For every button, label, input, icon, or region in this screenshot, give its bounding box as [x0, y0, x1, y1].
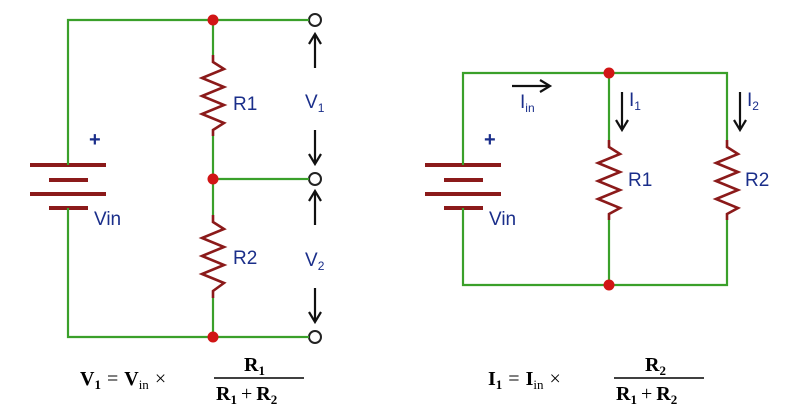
- divider-formula: V1=Vin× R1 R1+R2: [80, 354, 304, 407]
- divider-v1-arrow-down: [308, 130, 322, 167]
- divider-bottom-wire: [66, 230, 300, 339]
- parallel-node-top: [603, 67, 615, 79]
- svg-text:R1: R1: [244, 354, 265, 378]
- parallel-i1-label: I1: [629, 90, 641, 113]
- divider-source-label: Vin: [94, 209, 121, 230]
- divider-plus-sign: +: [89, 129, 101, 151]
- divider-terminal-top: [308, 13, 322, 27]
- parallel-source-label: Vin: [489, 209, 516, 230]
- parallel-r1-label: R1: [628, 170, 652, 191]
- svg-text:R1+R2: R1+R2: [616, 383, 677, 407]
- divider-v2-label: V2: [305, 250, 325, 273]
- parallel-resistor-r2: [712, 140, 742, 220]
- parallel-plus-sign: +: [484, 129, 496, 151]
- svg-text:I1=Iin×: I1=Iin×: [488, 368, 561, 392]
- current-divider-circuit: + Vin R1 R2 Iin I1: [425, 67, 769, 291]
- parallel-i1-arrow: [615, 92, 629, 133]
- divider-battery: [30, 135, 106, 230]
- parallel-top-wire: [461, 71, 729, 140]
- parallel-bottom-wire: [461, 220, 729, 287]
- divider-terminal-mid: [308, 172, 322, 186]
- divider-resistor-r1: [198, 55, 228, 136]
- parallel-i2-label: I2: [747, 90, 759, 113]
- divider-node-top: [207, 14, 219, 26]
- svg-text:V1=Vin×: V1=Vin×: [80, 368, 166, 392]
- parallel-r2-label: R2: [745, 170, 769, 191]
- parallel-resistor-r1: [594, 140, 624, 220]
- parallel-battery: [425, 135, 501, 230]
- divider-r1-label: R1: [233, 94, 257, 115]
- parallel-formula: I1=Iin× R2 R1+R2: [488, 354, 704, 407]
- divider-top-wire: [66, 18, 300, 135]
- divider-terminal-bottom: [308, 330, 322, 344]
- divider-v2-arrow-up: [308, 188, 322, 225]
- parallel-iin-arrow: [512, 79, 553, 93]
- divider-v1-arrow-up: [308, 31, 322, 68]
- divider-node-bottom: [207, 331, 219, 343]
- svg-text:R1+R2: R1+R2: [216, 383, 277, 407]
- parallel-iin-label: Iin: [520, 92, 535, 115]
- parallel-i2-arrow: [733, 92, 747, 133]
- divider-v2-arrow-down: [308, 288, 322, 325]
- divider-resistor-r2: [198, 215, 228, 298]
- divider-node-mid: [207, 173, 219, 185]
- voltage-divider-circuit: + Vin R1 R2 V1: [30, 13, 325, 344]
- divider-r2-label: R2: [233, 248, 257, 269]
- svg-text:R2: R2: [645, 354, 666, 378]
- parallel-node-bottom: [603, 279, 615, 291]
- divider-v1-label: V1: [305, 92, 325, 115]
